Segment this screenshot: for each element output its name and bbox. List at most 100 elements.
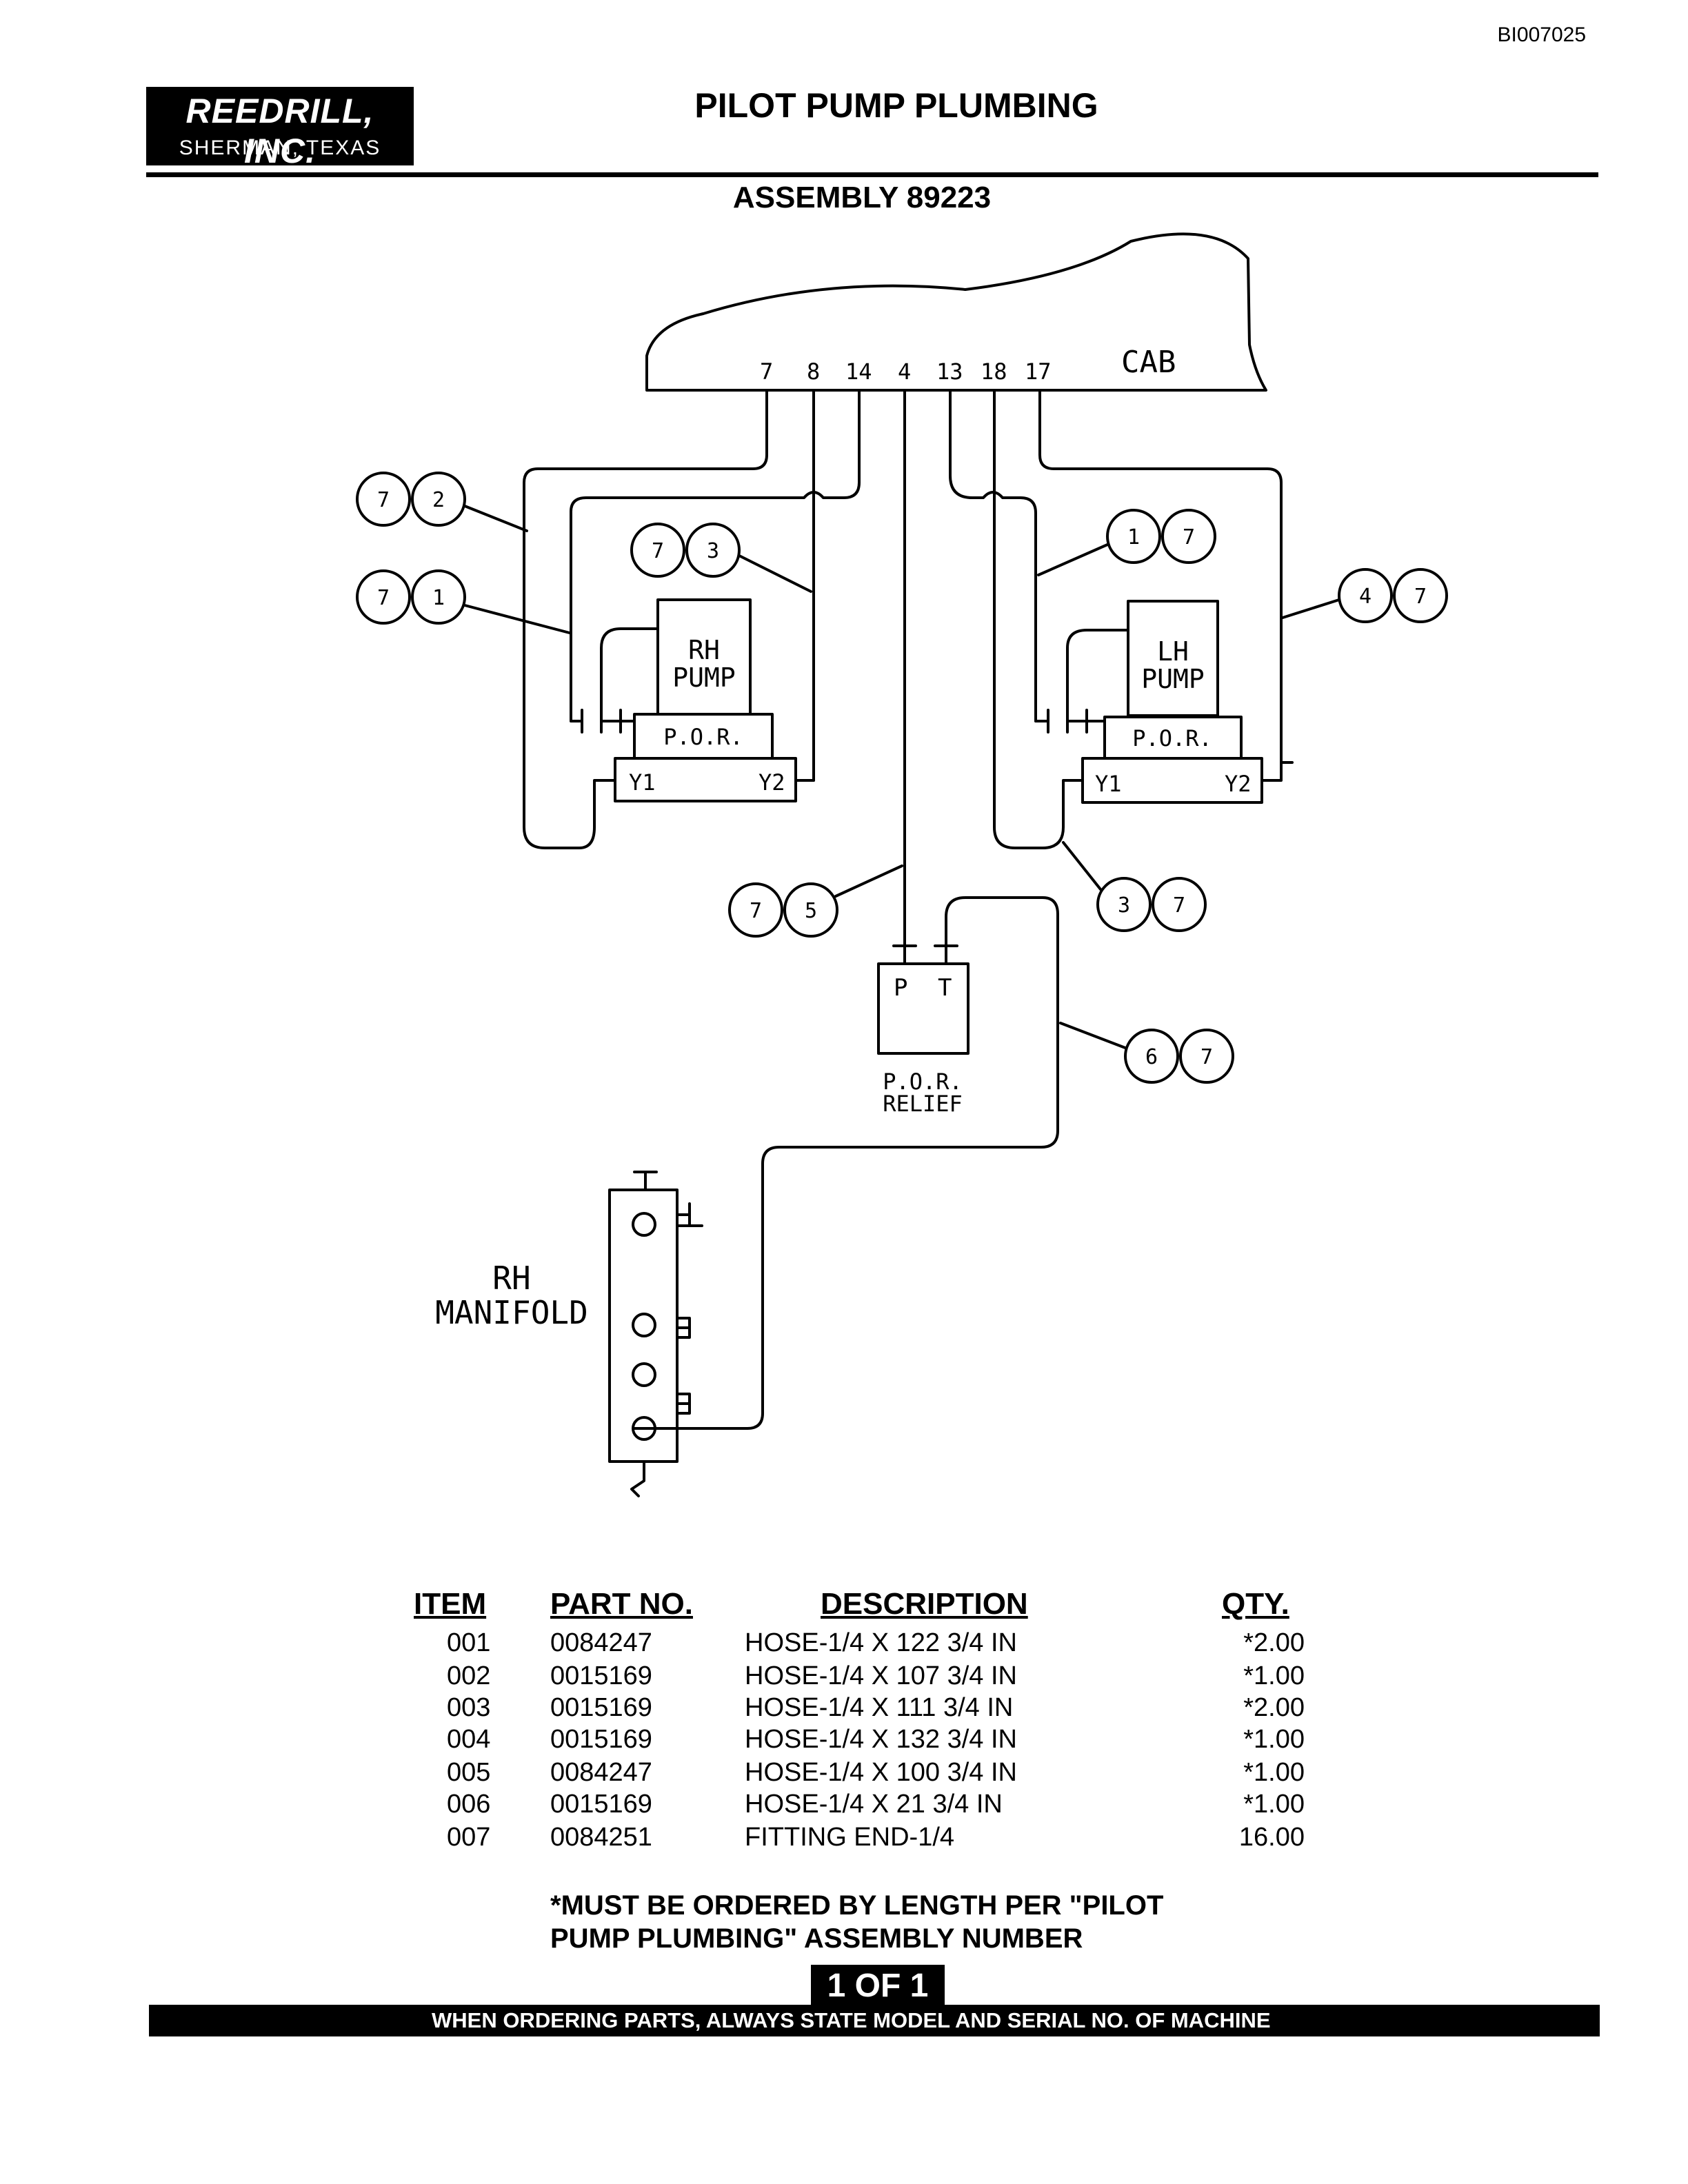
callout-7-5-b: 5: [805, 899, 817, 923]
description-cell: HOSE-1/4 X 100 3/4 IN: [745, 1758, 1017, 1787]
plumbing-diagram: CAB 7 8 14 4 13 18 17 RH PUMP P.O.R. Y1 …: [356, 232, 1448, 1497]
item-cell: 007: [447, 1823, 491, 1852]
callout-7-2: [356, 472, 528, 532]
part-no-cell: 0084251: [550, 1823, 652, 1852]
rh-por-label: P.O.R.: [663, 724, 743, 750]
page-title: PILOT PUMP PLUMBING: [694, 86, 1098, 125]
callout-7-2-a: 7: [377, 488, 390, 512]
company-name: REEDRILL, INC.: [185, 92, 374, 170]
assembly-number: ASSEMBLY 89223: [732, 181, 992, 214]
cab-label: CAB: [1121, 345, 1176, 380]
callout-7-1-b: 1: [432, 586, 445, 610]
callout-4-7-b: 7: [1414, 585, 1427, 609]
callout-1-7-a: 1: [1127, 525, 1140, 549]
table-row: 003 0015169 HOSE-1/4 X 111 3/4 IN *2.00: [0, 1693, 1688, 1726]
document-id: BI007025: [1497, 23, 1586, 46]
port-label-14: 14: [845, 358, 872, 385]
hose-port-14: [570, 389, 861, 722]
item-cell: 002: [447, 1661, 491, 1690]
table-row: 002 0015169 HOSE-1/4 X 107 3/4 IN *1.00: [0, 1661, 1688, 1695]
rh-pump-label-2: PUMP: [672, 663, 736, 693]
header-qty: QTY.: [1222, 1587, 1289, 1621]
callout-7-3-a: 7: [652, 539, 664, 563]
lh-por-label: P.O.R.: [1132, 725, 1212, 751]
description-cell: HOSE-1/4 X 122 3/4 IN: [745, 1628, 1017, 1657]
company-logo: REEDRILL, INC. SHERMAN, TEXAS: [146, 87, 414, 170]
description-cell: HOSE-1/4 X 132 3/4 IN: [745, 1725, 1017, 1754]
part-no-cell: 0015169: [550, 1693, 652, 1722]
table-row: 006 0015169 HOSE-1/4 X 21 3/4 IN *1.00: [0, 1790, 1688, 1823]
qty-cell: 16.00: [1238, 1823, 1305, 1852]
description-cell: HOSE-1/4 X 107 3/4 IN: [745, 1661, 1017, 1690]
rh-y2-label: Y2: [758, 769, 785, 796]
port-label-8: 8: [807, 358, 820, 385]
callout-4-7: [1281, 568, 1448, 623]
item-cell: 004: [447, 1725, 491, 1754]
port-label-4: 4: [898, 358, 911, 385]
header-item: ITEM: [414, 1587, 487, 1621]
lh-y1-label: Y1: [1095, 771, 1122, 797]
ordering-note-line-1: *MUST BE ORDERED BY LENGTH PER "PILOT: [550, 1890, 1164, 1921]
rh-y1-label: Y1: [629, 769, 656, 796]
callout-1-7: [1037, 509, 1216, 576]
part-no-cell: 0015169: [550, 1725, 652, 1754]
manifold-label-1: RH: [492, 1260, 530, 1297]
relief-label-1: P.O.R.: [883, 1069, 963, 1095]
page-indicator: 1 OF 1: [811, 1965, 945, 2008]
table-row: 001 0084247 HOSE-1/4 X 122 3/4 IN *2.00: [0, 1628, 1688, 1661]
ordering-note: *MUST BE ORDERED BY LENGTH PER "PILOT PU…: [550, 1889, 1378, 1955]
callout-7-3-b: 3: [707, 539, 719, 563]
callout-6-7-b: 7: [1200, 1045, 1213, 1069]
part-no-cell: 0015169: [550, 1661, 652, 1690]
port-label-17: 17: [1025, 358, 1052, 385]
callout-3-7-b: 7: [1173, 893, 1185, 918]
callout-7-1-a: 7: [377, 586, 390, 610]
header-part-no: PART NO.: [550, 1587, 693, 1621]
callout-3-7: [1062, 841, 1207, 932]
hose-port-18: [993, 389, 1065, 849]
lh-pump-label-1: LH: [1157, 636, 1189, 667]
relief-label-2: RELIEF: [883, 1091, 963, 1117]
qty-cell: *1.00: [1243, 1790, 1305, 1819]
callout-3-7-a: 3: [1118, 893, 1130, 918]
part-no-cell: 0084247: [550, 1628, 652, 1657]
port-label-18: 18: [981, 358, 1007, 385]
manifold-label-2: MANIFOLD: [435, 1294, 588, 1331]
callout-7-1-left: [356, 569, 571, 634]
qty-cell: *1.00: [1243, 1758, 1305, 1787]
callout-1-7-b: 7: [1183, 525, 1195, 549]
callout-7-3: [630, 523, 812, 593]
callout-4-7-a: 4: [1359, 585, 1372, 609]
part-no-cell: 0015169: [550, 1790, 652, 1819]
item-cell: 006: [447, 1790, 491, 1819]
lh-pump-label-2: PUMP: [1141, 664, 1205, 694]
description-cell: FITTING END-1/4: [745, 1823, 955, 1852]
por-relief-box: [877, 962, 969, 1055]
description-cell: HOSE-1/4 X 21 3/4 IN: [745, 1790, 1003, 1819]
port-label-13: 13: [936, 358, 963, 385]
callout-7-5: [728, 865, 903, 938]
ordering-note-line-2: PUMP PLUMBING" ASSEMBLY NUMBER: [550, 1923, 1083, 1954]
item-cell: 005: [447, 1758, 491, 1787]
cab-outline: [645, 232, 1267, 392]
hose-port-7: [523, 389, 768, 849]
part-no-cell: 0084247: [550, 1758, 652, 1787]
item-cell: 001: [447, 1628, 491, 1657]
rh-manifold-block: [608, 1189, 679, 1463]
callout-7-2-b: 2: [432, 488, 445, 512]
header-description: DESCRIPTION: [821, 1587, 1028, 1621]
port-label-7: 7: [760, 358, 773, 385]
lh-y2-label: Y2: [1225, 771, 1252, 797]
footer-bar: WHEN ORDERING PARTS, ALWAYS STATE MODEL …: [149, 2005, 1600, 2036]
table-row: 007 0084251 FITTING END-1/4 16.00: [0, 1823, 1688, 1856]
callout-6-7: [1059, 1022, 1234, 1084]
relief-p-label: P: [894, 974, 907, 1002]
qty-cell: *1.00: [1243, 1661, 1305, 1690]
item-cell: 003: [447, 1693, 491, 1722]
callout-6-7-a: 6: [1145, 1045, 1158, 1069]
callout-7-5-a: 7: [750, 899, 762, 923]
header-rule: [146, 172, 1598, 177]
hose-port-17: [1038, 389, 1283, 774]
hose-relief-tank: [661, 896, 1059, 1430]
rh-pump-label-1: RH: [688, 635, 720, 665]
